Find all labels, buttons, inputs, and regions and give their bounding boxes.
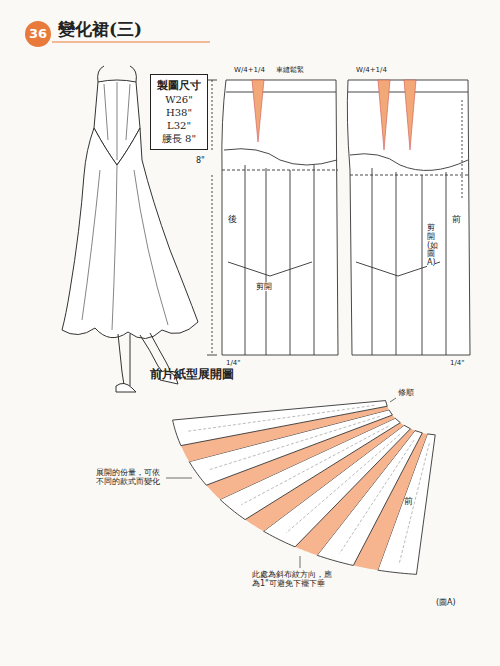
leader-line (390, 398, 396, 402)
grain-line (286, 434, 400, 533)
measurement-box: 製圖尺寸W26"H38"L32"腰長 8" (150, 74, 208, 150)
pattern-label: 1/4" (450, 359, 465, 367)
pattern-piece (173, 401, 388, 446)
title-rule (52, 42, 210, 43)
pattern-label: 1/4" (226, 359, 241, 367)
measurement: W26" (157, 93, 201, 106)
front-draft (347, 80, 470, 355)
grain-line (188, 405, 375, 431)
measurement: L32" (157, 119, 201, 132)
page-number-badge: 36 (24, 20, 52, 48)
leader-line (166, 478, 192, 479)
page-number: 36 (24, 20, 52, 48)
pattern-label: W/4+1/4 (234, 66, 265, 74)
pattern-label: 8" (196, 156, 205, 165)
front-dart (378, 80, 390, 150)
pattern-label: 修順 (398, 388, 414, 397)
pattern-label: (圖A) (436, 598, 456, 607)
back-draft (207, 80, 338, 355)
pattern-label: 前 (404, 496, 413, 506)
badge-circle (25, 21, 51, 47)
note: 此處為斜布紋方向，應為1"可避免下襬下垂 (252, 570, 334, 588)
grain-line (340, 440, 414, 553)
grain-line (241, 426, 388, 504)
grain-line (208, 416, 380, 470)
leader-line (300, 556, 301, 568)
box-heading: 製圖尺寸 (157, 79, 201, 93)
measurement: H38" (157, 106, 201, 119)
fan-pattern (173, 401, 436, 575)
pattern-label: W/4+1/4 (356, 66, 387, 74)
section-heading: 前片紙型展開圖 (150, 368, 234, 382)
pattern-label: 車縫鬆緊 (276, 66, 304, 74)
back-dart (252, 80, 264, 142)
front-dart (404, 80, 416, 150)
pattern-label: 剪開 (如圖A) (427, 224, 435, 268)
page-title: 變化裙(三) (58, 20, 142, 40)
pattern-label: 前 (452, 214, 461, 224)
measurement: 腰長 8" (157, 132, 201, 145)
grain-line (399, 443, 429, 564)
pattern-label: 剪開 (256, 282, 272, 291)
note: 展開的份量，可依不同的款式而變化 (96, 468, 164, 486)
pattern-label: 後 (228, 214, 237, 224)
